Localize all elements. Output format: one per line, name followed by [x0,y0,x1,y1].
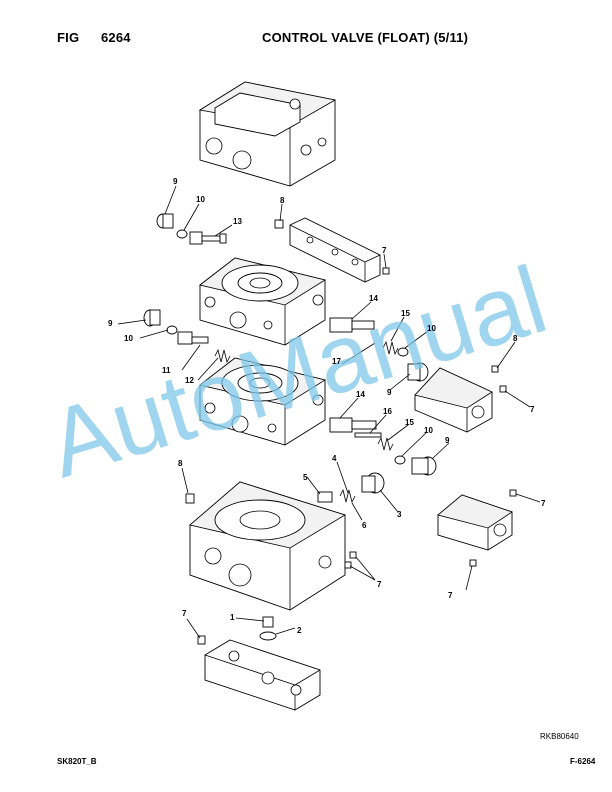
valve-section-lower [199,357,327,446]
leader-lines [117,185,541,639]
parts-3-to-6 [317,472,385,504]
callout-10-middle: 10 [124,334,133,343]
pin-16 [354,432,382,438]
callout-14-upper: 14 [369,294,378,303]
callout-4: 4 [332,454,337,463]
callout-16: 16 [383,407,392,416]
spring-12 [214,348,231,364]
callout-3: 3 [397,510,402,519]
end-block-right [414,365,507,433]
bottom-plate [197,635,321,711]
top-cover-part [198,81,337,187]
figure-number: 6264 [101,30,131,45]
plug-9-upper [156,213,174,229]
pin-8-lower [185,493,195,504]
page-code: F-6264 [570,757,596,766]
callout-12: 12 [185,376,194,385]
callout-9-right-upper: 9 [387,388,392,397]
callout-9-upper: 9 [173,177,178,186]
spool-14-lower [329,417,377,433]
callout-9-middle: 9 [108,319,113,328]
callout-labels: 9 10 13 8 7 9 10 14 15 10 8 17 11 12 9 7… [108,177,546,635]
o-ring-10-middle [166,325,178,335]
callout-8-upper: 8 [280,196,285,205]
callout-13: 13 [233,217,242,226]
callout-8-lower: 8 [178,459,183,468]
callout-11: 11 [162,366,171,375]
spool-13 [189,231,227,245]
end-block-bottom-right [437,489,517,567]
o-ring-10-upper [176,229,188,239]
plug-9-right-upper [407,362,429,382]
callout-9-right-lower: 9 [445,436,450,445]
callout-10-right: 10 [427,324,436,333]
callout-7-right: 7 [530,405,535,414]
plug-9-middle [143,309,161,327]
valve-section-upper [199,257,327,346]
callout-7-bottom-left: 7 [182,609,187,618]
callout-6: 6 [362,521,367,530]
o-ring-10-right [397,347,409,357]
spring-15-upper [382,340,399,356]
callout-15-lower: 15 [405,418,414,427]
plug-1 [262,616,274,628]
callout-8-right: 8 [513,334,518,343]
callout-7-bottom-center: 7 [377,580,382,589]
callout-5: 5 [303,473,308,482]
spring-15-lower [377,436,394,452]
callout-1: 1 [230,613,235,622]
o-ring-10-lower [394,455,406,465]
callout-17: 17 [332,357,341,366]
spool-14-upper [329,317,375,333]
page-title: CONTROL VALVE (FLOAT) (5/11) [262,30,469,45]
callout-7-upper: 7 [382,246,387,255]
valve-section-bottom [189,481,357,611]
spool-11 [177,331,209,345]
model-code: SK820T_B [57,757,97,766]
figure-label: FIG [57,30,80,45]
callout-7-bottom-right: 7 [541,499,546,508]
plate-block-upper [274,217,390,283]
plug-9-right-lower [411,456,437,476]
callout-2: 2 [297,626,302,635]
o-ring-2 [259,631,277,641]
drawing-reference-code: RKB80640 [540,732,579,741]
callout-10-lower: 10 [424,426,433,435]
callout-7-bottom-block: 7 [448,591,453,600]
callout-14-lower: 14 [356,390,365,399]
callout-15-upper: 15 [401,309,410,318]
callout-10-upper: 10 [196,195,205,204]
